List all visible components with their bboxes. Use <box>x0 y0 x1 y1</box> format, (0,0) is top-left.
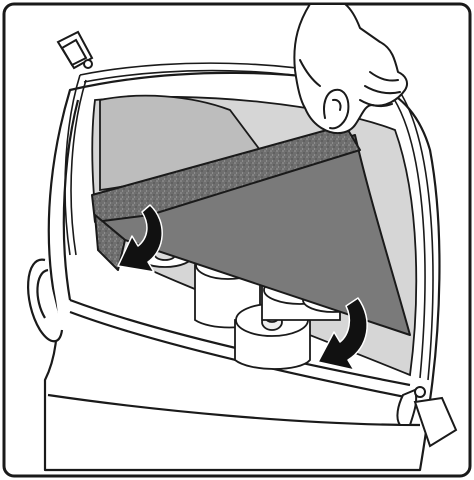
illustration-frame <box>0 0 474 480</box>
cooler-bag-illustration <box>0 0 474 480</box>
